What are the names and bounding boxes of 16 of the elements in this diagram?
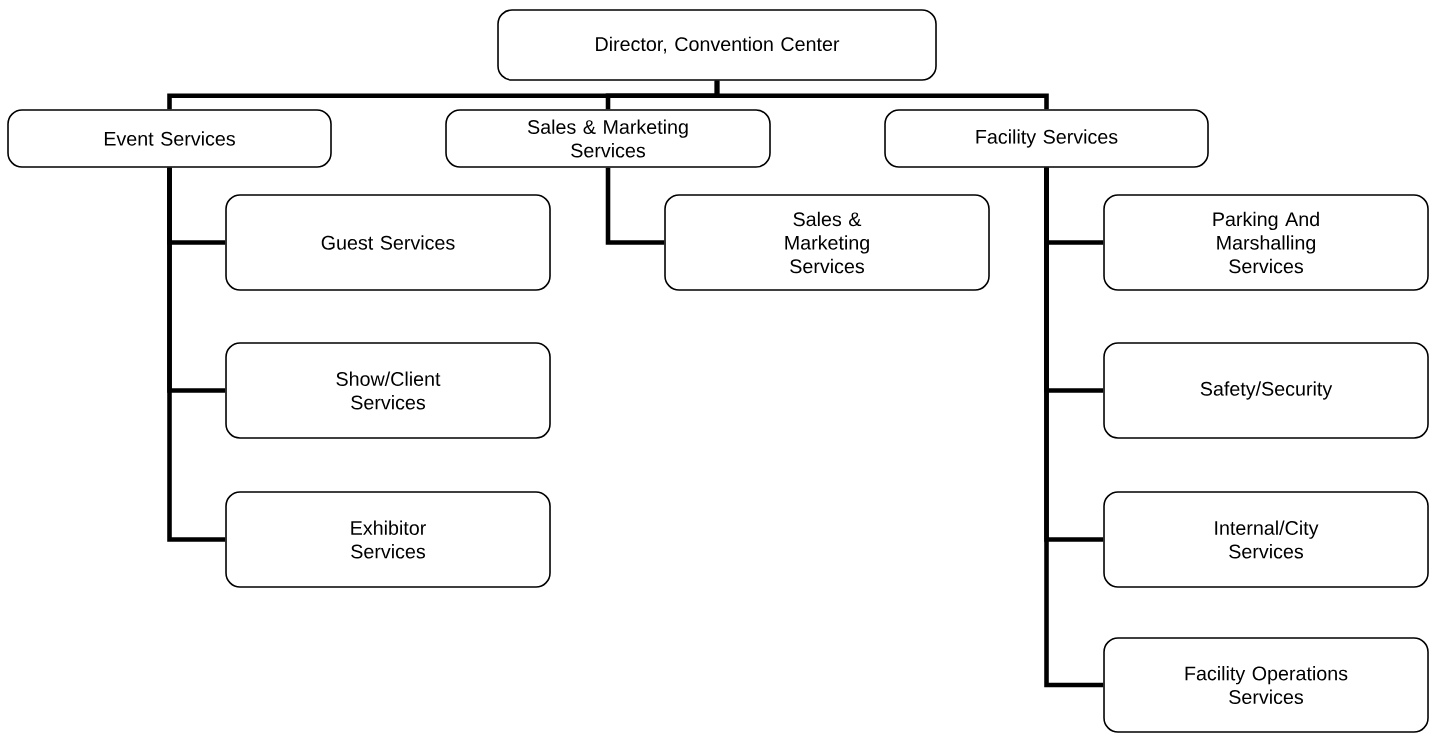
org-box: Guest Services [225, 194, 551, 291]
org-box: Sales & Marketing Services [664, 194, 990, 291]
connector-line [714, 80, 1049, 110]
connector-line [605, 167, 665, 245]
org-box: Internal/City Services [1103, 491, 1429, 588]
org-box: Safety/Security [1103, 342, 1429, 439]
org-box: Sales & Marketing Services [445, 109, 771, 168]
org-box: Exhibitor Services [225, 491, 551, 588]
org-box: Parking And Marshalling Services [1103, 194, 1429, 291]
org-box: Show/Client Services [225, 342, 551, 439]
connector-line [167, 167, 226, 542]
org-box: Event Services [7, 109, 332, 168]
org-box: Facility Services [884, 109, 1209, 168]
org-box: Director, Convention Center [497, 9, 937, 81]
org-box: Facility Operations Services [1103, 637, 1429, 733]
connector-line [1044, 167, 1104, 688]
